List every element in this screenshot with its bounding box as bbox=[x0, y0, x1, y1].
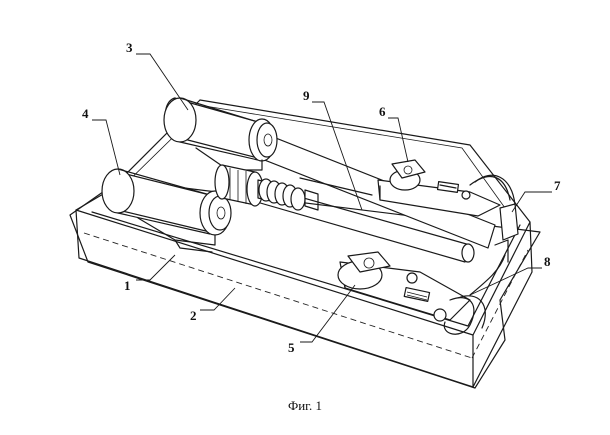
callout-5: 5 bbox=[288, 340, 295, 355]
callout-1: 1 bbox=[124, 278, 131, 293]
rear-motor bbox=[163, 97, 278, 171]
figure-caption: Фиг. 1 bbox=[287, 398, 323, 413]
callout-8: 8 bbox=[544, 254, 551, 269]
coupling-screw bbox=[214, 164, 319, 211]
callout-6: 6 bbox=[379, 104, 386, 119]
callout-7: 7 bbox=[554, 178, 561, 193]
upper-carriage bbox=[377, 159, 516, 217]
callout-2: 2 bbox=[190, 308, 197, 323]
callout-4: 4 bbox=[82, 106, 89, 121]
callout-9: 9 bbox=[303, 88, 310, 103]
front-motor bbox=[101, 168, 232, 253]
callout-3: 3 bbox=[126, 40, 133, 55]
lower-carriage bbox=[337, 251, 506, 335]
right-bracket bbox=[494, 203, 519, 263]
leader-lines bbox=[92, 53, 552, 343]
